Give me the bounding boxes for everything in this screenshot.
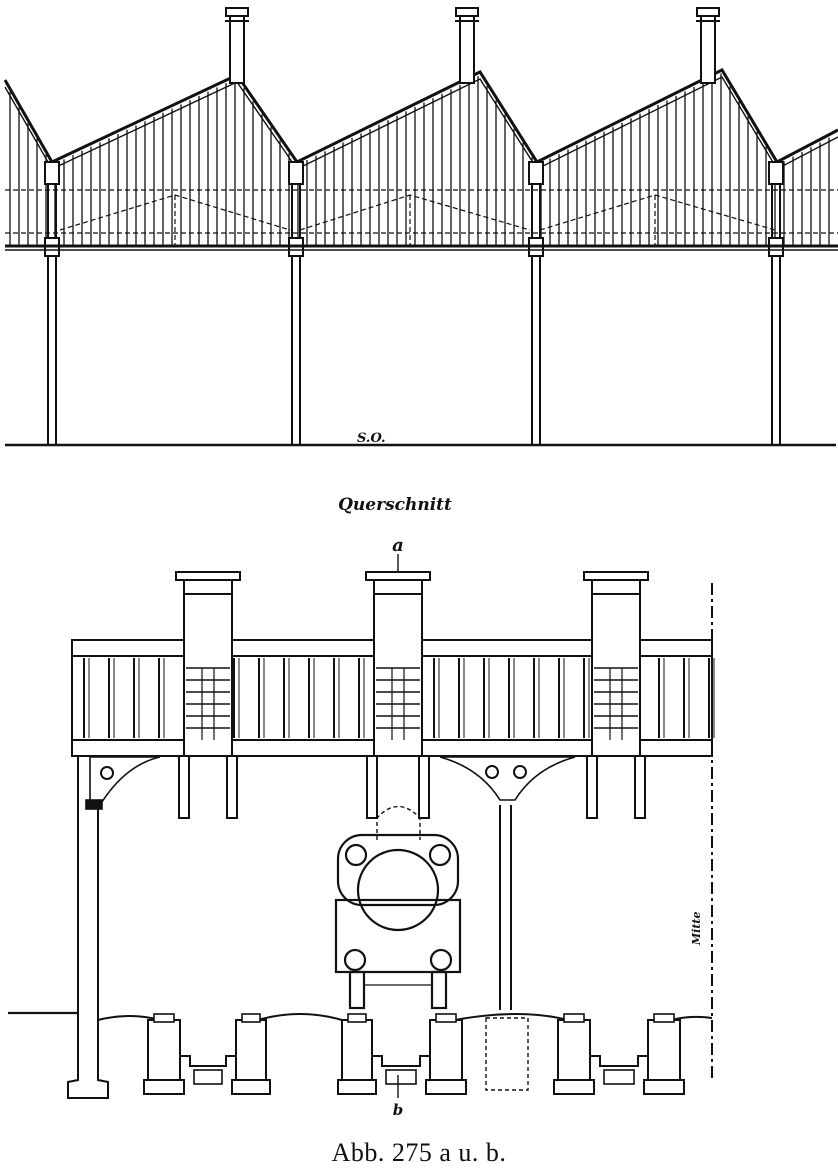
- section-title: Querschnitt: [338, 495, 452, 515]
- rail-head: [435, 1013, 457, 1023]
- center-bracket: [439, 756, 576, 801]
- rail-head: [347, 1013, 367, 1023]
- pier-footing: [143, 1079, 185, 1095]
- left-bracket: [89, 756, 161, 806]
- hood-cap: [175, 571, 241, 581]
- center-bracket-rosette-right: [513, 765, 527, 779]
- pier: [147, 1019, 181, 1081]
- vent-stack-cap: [225, 7, 249, 17]
- hood-shaft: [183, 593, 233, 757]
- left-bracket-rosette: [100, 766, 114, 780]
- hood-cap: [365, 571, 431, 581]
- pier-footing: [231, 1079, 271, 1095]
- flue-pipe: [226, 755, 238, 819]
- pier: [341, 1019, 373, 1081]
- pit-drain: [385, 1069, 417, 1085]
- vent-stack-cap: [455, 7, 479, 17]
- frame-leg-left: [348, 970, 366, 1010]
- locomotive-front: [334, 805, 462, 1010]
- pier-footing: [553, 1079, 595, 1095]
- pit-channel: [180, 1055, 236, 1067]
- hood-shaft: [373, 593, 423, 757]
- pier: [647, 1019, 681, 1081]
- rail-head: [153, 1013, 175, 1023]
- buffer-left: [343, 948, 367, 972]
- pit-channel: [372, 1055, 430, 1067]
- vent-stack: [459, 14, 475, 84]
- pier-footing: [337, 1079, 377, 1095]
- truss-braces: [5, 189, 838, 245]
- sawtooth-roof-elevation: [3, 7, 838, 447]
- mark-b-label: b: [393, 1101, 404, 1119]
- smokebox-frame: [336, 833, 460, 907]
- lamp-right: [428, 843, 452, 867]
- vent-stacks: [225, 7, 720, 84]
- smoke-hood: [365, 571, 431, 757]
- column-capital: [768, 161, 784, 185]
- floor-arch-3: [454, 1013, 569, 1021]
- section-roof: [71, 571, 715, 819]
- pit-channel: [590, 1055, 648, 1067]
- smoke-hoods: [175, 571, 649, 757]
- pier: [429, 1019, 463, 1081]
- pier-footing: [425, 1079, 467, 1095]
- column-capital: [528, 161, 544, 185]
- column-capital: [288, 161, 304, 185]
- smoke-hood: [583, 571, 649, 757]
- roofline: [3, 68, 838, 164]
- pit-drain: [603, 1069, 635, 1085]
- vent-stack: [700, 14, 716, 84]
- smoke-hood: [175, 571, 241, 757]
- vent-stack: [229, 14, 245, 84]
- ground-level-label: S.O.: [357, 431, 386, 446]
- lamp-left: [344, 843, 368, 867]
- floor-arch-2: [257, 1013, 343, 1021]
- track-pit-foundation: [8, 1011, 713, 1098]
- brackets: [85, 756, 576, 810]
- buffer-right: [429, 948, 453, 972]
- roof-infill-hatching: [9, 73, 830, 246]
- mark-a-label: a: [392, 535, 404, 556]
- hood-shaft: [591, 593, 641, 757]
- gutter-spout: [85, 799, 103, 810]
- pier: [235, 1019, 267, 1081]
- rail-head: [241, 1013, 261, 1023]
- flue-pipe: [178, 755, 190, 819]
- flue-pipe: [586, 755, 598, 819]
- hood-collar: [183, 579, 233, 595]
- roof-rafters: [3, 68, 838, 170]
- pier: [557, 1019, 591, 1081]
- center-footing-dashed: [485, 1017, 529, 1091]
- frame-leg-right: [430, 970, 448, 1010]
- rail-head: [563, 1013, 585, 1023]
- column-capital: [44, 161, 60, 185]
- hood-collar: [591, 579, 641, 595]
- upper-columns: [44, 161, 784, 445]
- pit-drain: [193, 1069, 223, 1085]
- roofline-inner: [4, 76, 838, 170]
- figure-caption: Abb. 275 a u. b.: [331, 1138, 507, 1167]
- centerline-label: Mitte: [690, 911, 703, 946]
- vent-stack-cap: [696, 7, 720, 17]
- hood-collar: [373, 579, 423, 595]
- smokebox-door: [356, 848, 440, 932]
- buffer-beam: [334, 898, 462, 974]
- center-bracket-rosette-left: [485, 765, 499, 779]
- flue-pipe: [418, 755, 430, 819]
- pier-footing: [643, 1079, 685, 1095]
- foundation-piers: [143, 1013, 685, 1095]
- hood-flue-pipes: [178, 755, 646, 819]
- hood-cap: [583, 571, 649, 581]
- flue-pipe: [366, 755, 378, 819]
- side-wall: [67, 757, 109, 1099]
- rail-head: [653, 1013, 675, 1023]
- chimney-outline: [376, 805, 421, 840]
- flue-pipe: [634, 755, 646, 819]
- wall-and-column: [67, 757, 512, 1099]
